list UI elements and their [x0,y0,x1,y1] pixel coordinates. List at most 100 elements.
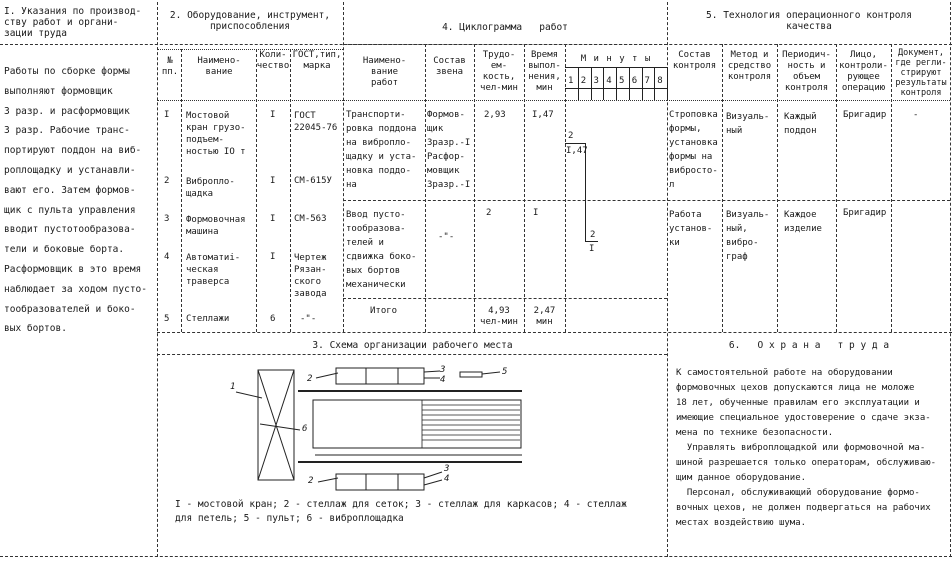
work-labor: 2,93 [484,110,506,120]
row-gost: СМ-615У [294,176,332,186]
bar-label: 2 [590,230,596,240]
row-gost: Чертеж Рязан- ского завода [294,253,327,299]
section1-title: I. Указания по производ- ству работ и ор… [4,6,142,39]
total-labor: 4,93 чел-мин [480,306,518,327]
minute-tick-line [577,67,579,100]
work-labor: 2 [486,208,492,218]
row-gost: СМ-563 [294,214,327,224]
scheme-label: 1 [230,382,236,392]
divider [157,49,343,50]
qc-comp: Работа установ- ки [669,210,713,248]
scheme-label: 3 [440,365,446,375]
work-name: Ввод пусто- тообразова- телей и сдвижка … [346,210,417,290]
divider [343,44,667,45]
row-name: Мостовой кран грузо- подъем- ностью IO т [186,111,246,157]
divider [950,2,951,557]
col-header-doc: Документ, где регли- стрируют результаты… [895,48,947,98]
col-header-time: Время выпол- нения, мин [528,50,561,93]
col-header-num: № пп. [161,56,179,77]
qc-period: Каждый поддон [784,112,817,136]
row-name: Виброплo- щадка [186,177,235,199]
work-time: I,47 [532,110,554,120]
divider [157,100,343,101]
section5-title: 5. Технология операционного контроля кач… [706,10,912,32]
divider [524,44,525,332]
work-crew: -"- [438,232,455,242]
row-qty: I [270,252,276,262]
section6-body: К самостоятельной работе на оборудовании… [676,368,937,528]
work-time: I [533,208,539,218]
divider [343,100,667,101]
gantt-bar [565,143,585,144]
row-qty: I [270,176,276,186]
bar-label: 2 [568,131,574,141]
minute-tick-line [641,67,643,100]
row-num: 3 [164,214,170,224]
minute-tick-line [603,67,605,100]
bar-label: I,47 [566,146,588,156]
divider [343,2,344,332]
scheme-label: 3 [444,464,450,474]
divider [157,354,667,355]
qc-method: Визуаль- ный [726,112,770,136]
divider [667,2,668,557]
divider [722,44,723,332]
row-gost: -"- [300,314,317,324]
section1-body: Работы по сборке формы выполняют формовщ… [4,66,147,335]
work-name: Транспорти- ровка поддона на вибропло- щ… [346,110,417,190]
total-time: 2,47 мин [533,306,556,327]
section4-title: 4. Циклограмма работ [442,22,568,33]
scheme-label: 4 [444,474,450,484]
divider [891,44,892,332]
minute-tick-line [590,67,592,100]
col-header-name: Наимено- вание [197,56,241,77]
minute-tick-6: 6 [631,76,638,86]
minute-tick-line [628,67,630,100]
qc-person: Бригадир [843,208,887,218]
minute-tick-4: 4 [606,76,612,86]
minute-tick-line [667,67,668,100]
minute-tick-8: 8 [657,76,663,86]
total-label: Итого [370,306,398,316]
col-header-work: Наимено- вание работ [362,56,407,88]
minutes-label: М и н у т ы [580,54,652,64]
minute-tick-7: 7 [644,76,650,86]
scheme-label: 2 [307,374,313,384]
row-name: Формовочная машина [186,215,246,237]
divider [667,100,950,101]
divider [157,332,952,333]
scheme-label: 5 [502,367,508,377]
minute-tick-line [654,67,656,100]
row-num: 5 [164,314,170,324]
divider [343,298,667,299]
qc-doc: - [913,110,919,120]
row-name: Автоматиi- ческая траверса [186,253,241,287]
row-num: 2 [164,176,170,186]
crane-rect [257,369,295,481]
minute-tick-2: 2 [580,76,587,86]
row-name: Стеллажи [186,314,230,324]
minute-tick-1: 1 [568,76,574,86]
row-qty: I [270,110,276,120]
divider [343,200,950,201]
section3-title: 3. Схема организации рабочего места [312,340,513,351]
qc-person: Бригадир [843,110,887,120]
divider [836,44,837,332]
bar-label: I [589,244,595,254]
col-header-period: Периодич- ность и объем контроля [782,50,831,93]
minute-tick-3: 3 [593,76,599,86]
row-qty: 6 [270,314,276,324]
col-header-labor: Трудо- ем- кость, чел-мин [480,50,518,93]
divider [290,49,291,332]
divider [425,44,426,332]
col-header-gost: ГОСТ,тип, марка [292,50,342,71]
col-header-method: Метод и средство контроля [727,50,772,82]
row-gost: ГОСТ 22045-76 [294,111,338,133]
row-num: 4 [164,252,170,262]
divider [565,44,566,332]
divider [0,556,952,557]
qc-comp: Строповка формы, установка формы на вибр… [669,110,718,190]
row-num: I [164,110,170,120]
minute-tick-line [616,67,617,100]
